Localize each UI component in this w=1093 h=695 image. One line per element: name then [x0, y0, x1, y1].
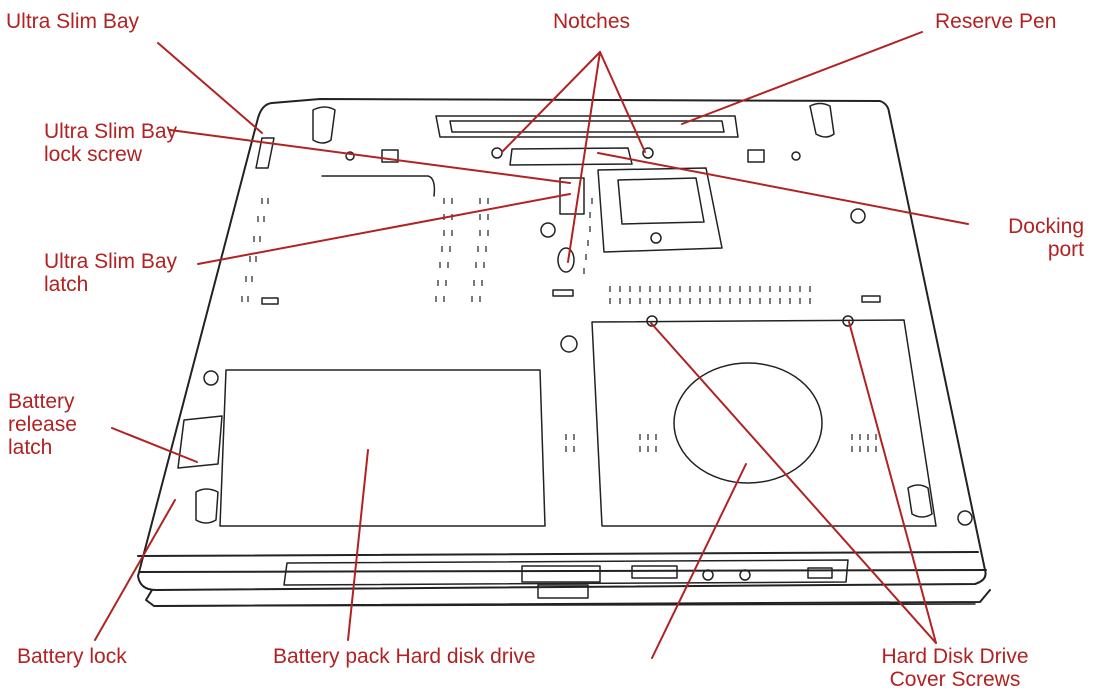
- label-ultra-slim-bay: Ultra Slim Bay: [6, 10, 140, 33]
- callout-hard-disk-drive: [651, 463, 747, 659]
- label-line: lock screw: [44, 143, 143, 166]
- hdd-oval: [673, 362, 823, 484]
- battery-release-latch-shape: [177, 415, 223, 469]
- label-line: release: [8, 413, 77, 436]
- label-line: Hard Disk Drive: [881, 645, 1029, 668]
- foot: [312, 106, 336, 144]
- label-docking-port: Docking port: [960, 215, 1084, 261]
- front-lip: [155, 603, 976, 607]
- label-ultra-slim-bay-latch: Ultra Slim Bay latch: [44, 250, 177, 296]
- callout-reserve-pen: [681, 31, 923, 125]
- callout-ultra-slim-bay: [157, 42, 263, 134]
- memory-cover: [597, 167, 723, 253]
- label-line: Ultra Slim Bay: [44, 250, 178, 273]
- front-panel: [283, 559, 849, 586]
- front-edge: [137, 551, 991, 607]
- callout-battery-release-latch: [111, 427, 198, 463]
- label-line: latch: [8, 436, 53, 459]
- label-line: Ultra Slim Bay: [44, 120, 178, 143]
- label-ultra-slim-bay-lock-screw: Ultra Slim Bay lock screw: [44, 120, 177, 166]
- label-hard-disk-drive-cover-screws: Hard Disk Drive Cover Screws: [860, 645, 1050, 691]
- label-line: port: [1047, 238, 1084, 261]
- foot: [907, 484, 933, 518]
- label-line: latch: [44, 273, 89, 296]
- label-notches: Notches: [553, 10, 631, 33]
- callout-hdd-screw-right: [848, 321, 937, 644]
- vent-grille: [241, 198, 877, 452]
- callout-docking-port: [597, 152, 969, 225]
- callout-lock-screw: [169, 129, 571, 184]
- reserve-pen-slot: [435, 115, 739, 138]
- callout-battery-lock: [94, 499, 176, 641]
- foot: [195, 488, 219, 524]
- callout-lines: [94, 31, 969, 659]
- docking-port-shape: [509, 147, 633, 166]
- foot: [809, 102, 835, 138]
- hdd-cover: [591, 319, 937, 527]
- front-switch: [521, 565, 601, 583]
- label-battery-lock: Battery lock: [17, 645, 127, 668]
- label-line: Battery: [8, 390, 75, 413]
- label-battery-release-latch: Battery release latch: [8, 390, 77, 459]
- callout-hdd-screw-left: [650, 322, 937, 644]
- callout-latch: [197, 193, 571, 265]
- chassis-outline: [137, 98, 987, 591]
- label-line: Cover Screws: [889, 668, 1021, 691]
- callout-battery-pack: [347, 449, 369, 641]
- label-line: Docking: [1008, 215, 1084, 238]
- label-battery-pack-hard-disk-drive: Battery pack Hard disk drive: [273, 645, 536, 668]
- callout-notches: [501, 51, 601, 153]
- label-reserve-pen: Reserve Pen: [935, 10, 1057, 33]
- battery-pack-shape: [219, 369, 546, 527]
